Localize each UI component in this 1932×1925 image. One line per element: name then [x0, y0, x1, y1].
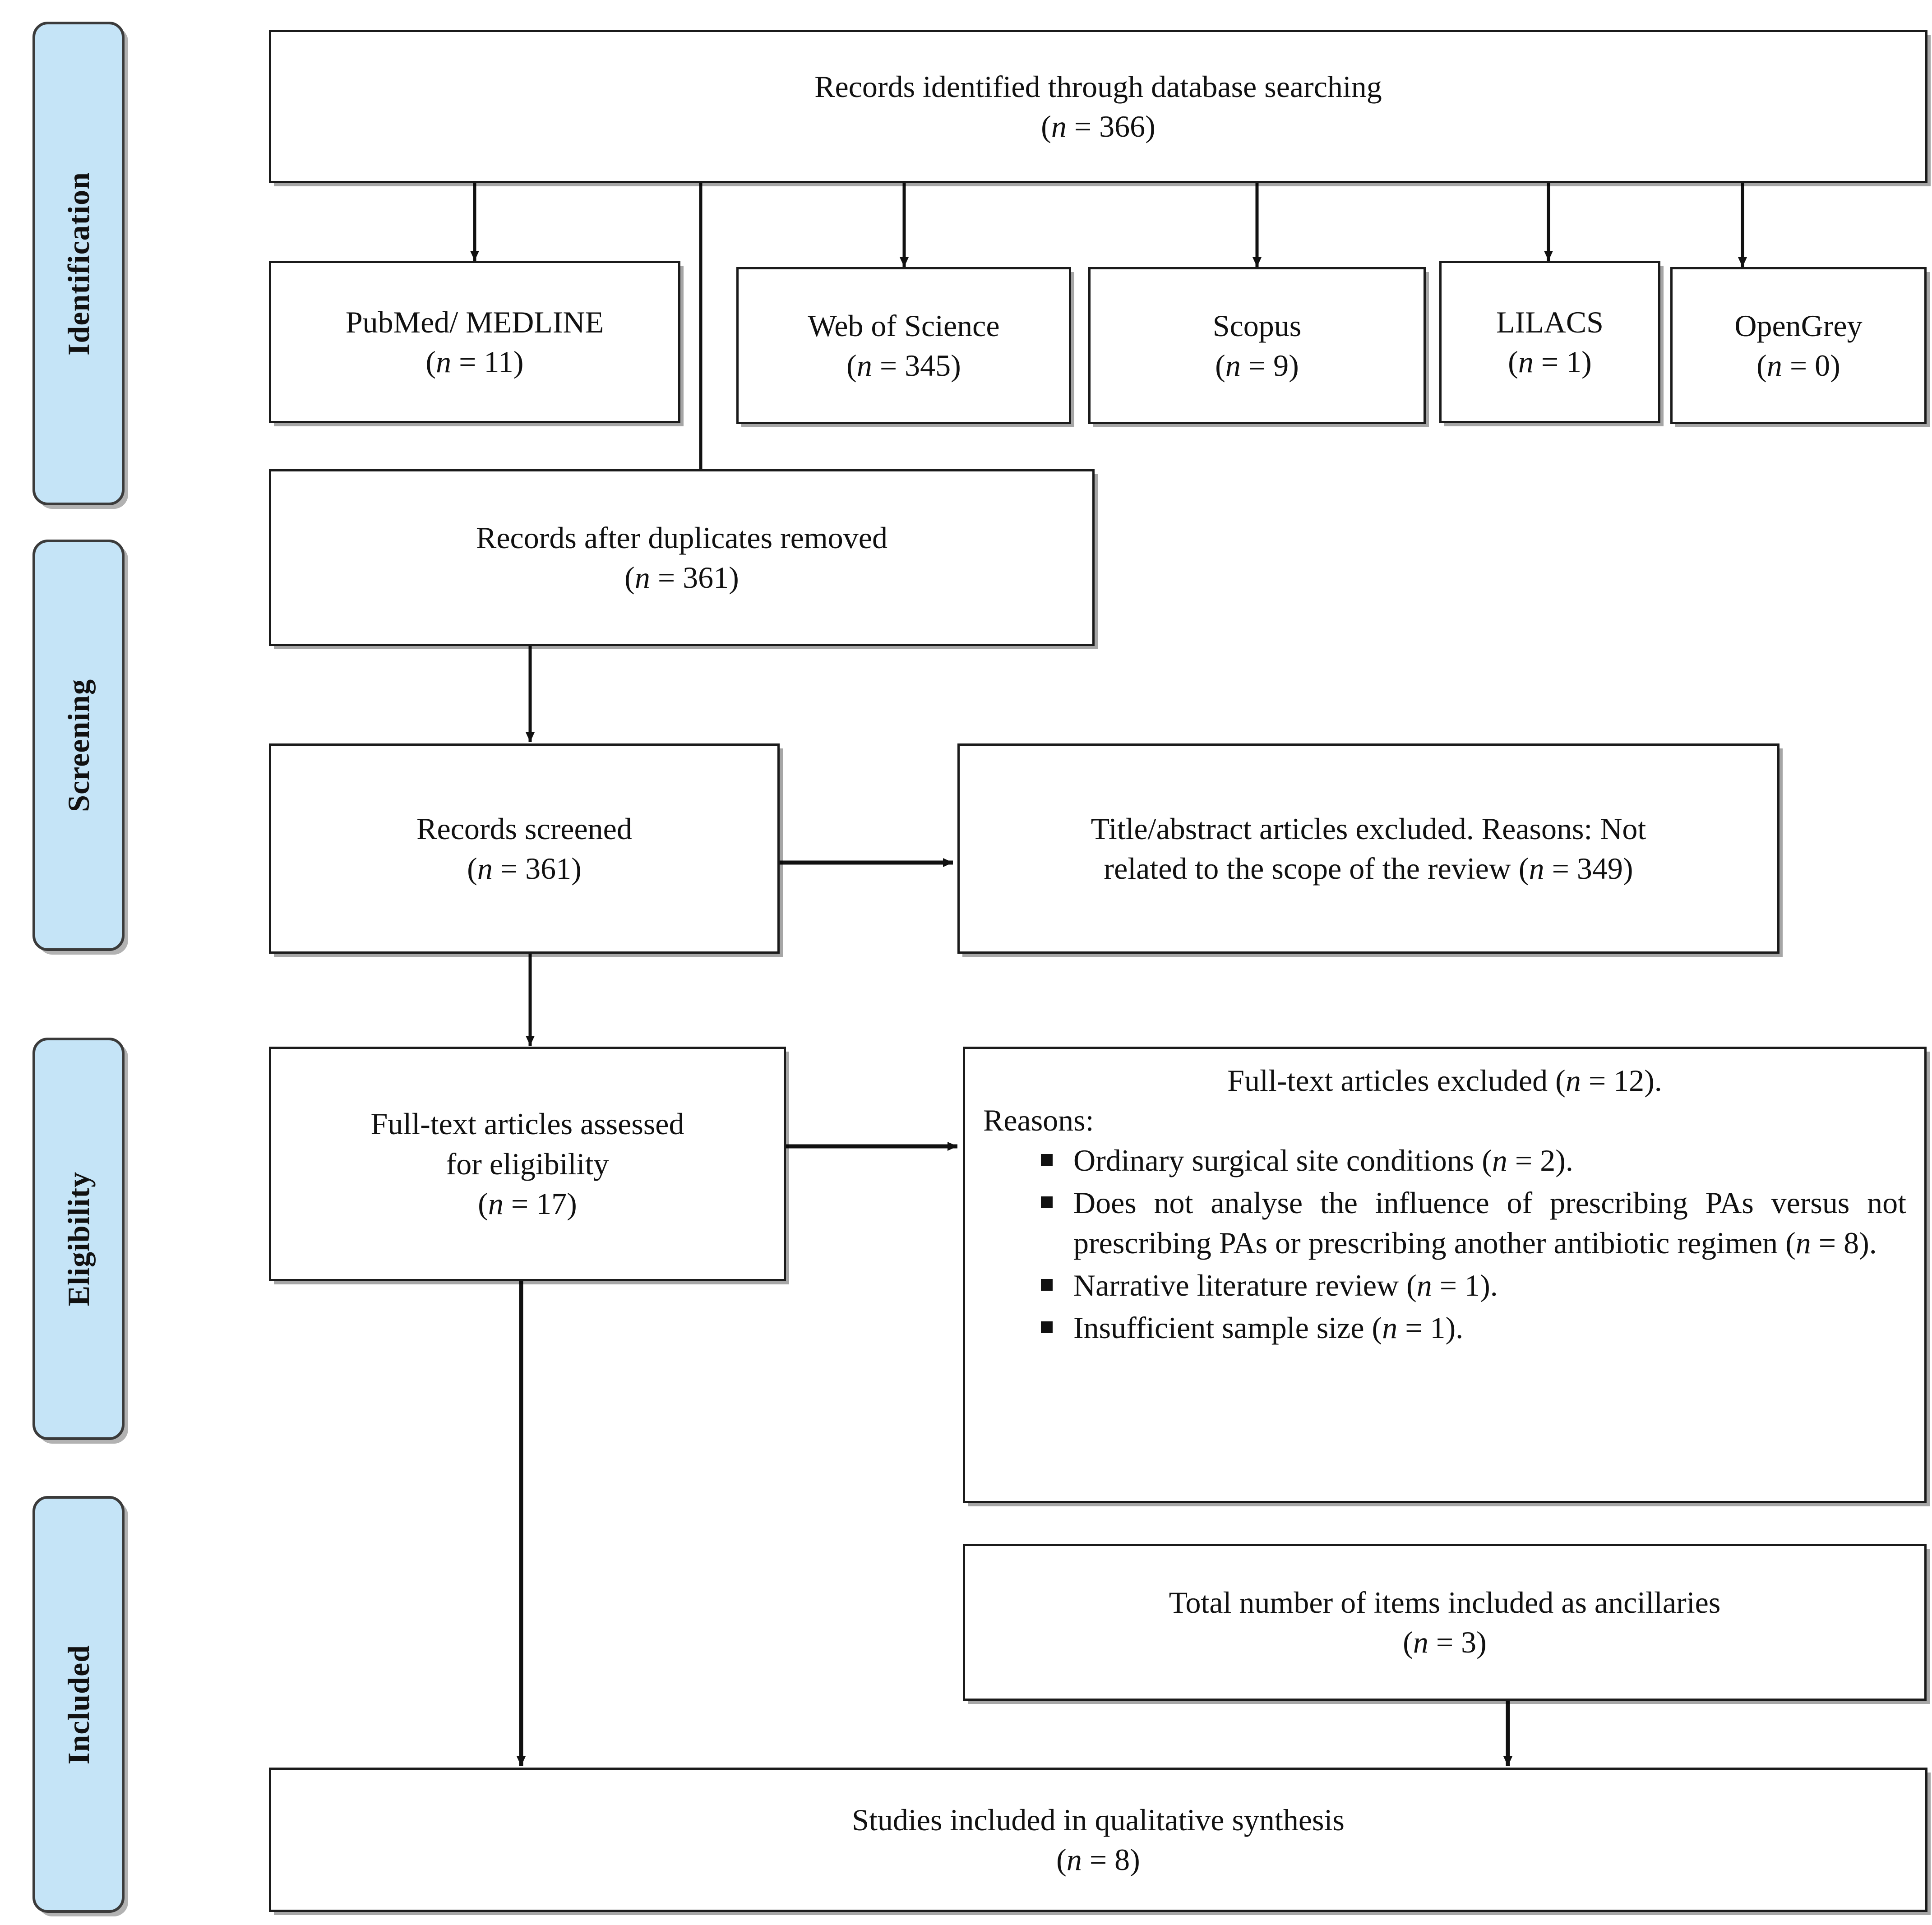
- node-database-scopus: Scopus (n = 9): [1088, 267, 1426, 424]
- ta-excluded-line2: related to the scope of the review (n = …: [1104, 851, 1633, 886]
- stage-label-identification: Identification: [61, 171, 96, 355]
- ta-excluded-line1: Title/abstract articles excluded. Reason…: [1091, 811, 1646, 846]
- database-count: (n = 0): [1756, 348, 1840, 383]
- records-screened-line1: Records screened: [416, 811, 632, 846]
- stage-tab-included: Included: [32, 1496, 125, 1913]
- stage-label-screening: Screening: [61, 679, 96, 812]
- node-database-opengrey: OpenGrey (n = 0): [1670, 267, 1927, 424]
- node-database-web-of-science: Web of Science (n = 345): [736, 267, 1071, 424]
- database-count: (n = 9): [1215, 348, 1299, 383]
- node-fulltext-excluded: Full-text articles excluded (n = 12). Re…: [963, 1047, 1927, 1503]
- node-ancillaries-included: Total number of items included as ancill…: [963, 1544, 1927, 1701]
- fulltext-excluded-reasons-label: Reasons:: [983, 1103, 1094, 1138]
- node-duplicates-removed: Records after duplicates removed (n = 36…: [269, 469, 1095, 646]
- node-records-identified: Records identified through database sear…: [269, 30, 1927, 183]
- stage-label-included: Included: [61, 1644, 96, 1764]
- node-title-abstract-excluded: Title/abstract articles excluded. Reason…: [957, 743, 1779, 954]
- list-item: Narrative literature review (n = 1).: [1041, 1265, 1906, 1305]
- studies-included-count: (n = 8): [1056, 1842, 1140, 1877]
- database-name: Web of Science: [808, 308, 1000, 343]
- node-studies-included: Studies included in qualitative synthesi…: [269, 1768, 1927, 1912]
- database-name: PubMed/ MEDLINE: [345, 305, 604, 339]
- node-database-lilacs: LILACS (n = 1): [1439, 261, 1660, 423]
- database-name: Scopus: [1212, 308, 1302, 343]
- studies-included-line1: Studies included in qualitative synthesi…: [852, 1802, 1345, 1837]
- stage-label-eligibility: Eligibility: [61, 1171, 96, 1306]
- stage-tab-identification: Identification: [32, 22, 125, 505]
- ancillaries-count: (n = 3): [1403, 1625, 1487, 1659]
- fulltext-excluded-heading: Full-text articles excluded (n = 12).: [1227, 1063, 1662, 1098]
- database-count: (n = 11): [425, 345, 524, 379]
- list-item: Insufficient sample size (n = 1).: [1041, 1308, 1906, 1348]
- node-database-pubmed-medline: PubMed/ MEDLINE (n = 11): [269, 261, 680, 423]
- fulltext-excluded-reasons-list: Ordinary surgical site conditions (n = 2…: [983, 1140, 1906, 1348]
- stage-tab-eligibility: Eligibility: [32, 1038, 125, 1440]
- duplicates-removed-count: (n = 361): [624, 560, 739, 595]
- database-count: (n = 345): [846, 348, 961, 383]
- list-item: Does not analyse the influence of prescr…: [1041, 1183, 1906, 1263]
- records-identified-line1: Records identified through database sear…: [814, 69, 1382, 104]
- database-name: OpenGrey: [1734, 308, 1863, 343]
- records-identified-count: (n = 366): [1041, 109, 1156, 143]
- list-item: Ordinary surgical site conditions (n = 2…: [1041, 1140, 1906, 1180]
- node-records-screened: Records screened (n = 361): [269, 743, 780, 954]
- fulltext-assessed-line1: Full-text articles assessed: [370, 1107, 684, 1141]
- ancillaries-line1: Total number of items included as ancill…: [1169, 1585, 1721, 1620]
- database-count: (n = 1): [1508, 345, 1592, 379]
- edge-identified-to-databases: [470, 180, 1747, 267]
- node-fulltext-assessed: Full-text articles assessed for eligibil…: [269, 1047, 786, 1281]
- fulltext-assessed-count: (n = 17): [478, 1186, 577, 1221]
- stage-tab-screening: Screening: [32, 540, 125, 951]
- records-screened-count: (n = 361): [467, 851, 582, 886]
- fulltext-assessed-line2: for eligibility: [446, 1146, 609, 1181]
- database-name: LILACS: [1496, 305, 1604, 339]
- duplicates-removed-line1: Records after duplicates removed: [476, 520, 887, 555]
